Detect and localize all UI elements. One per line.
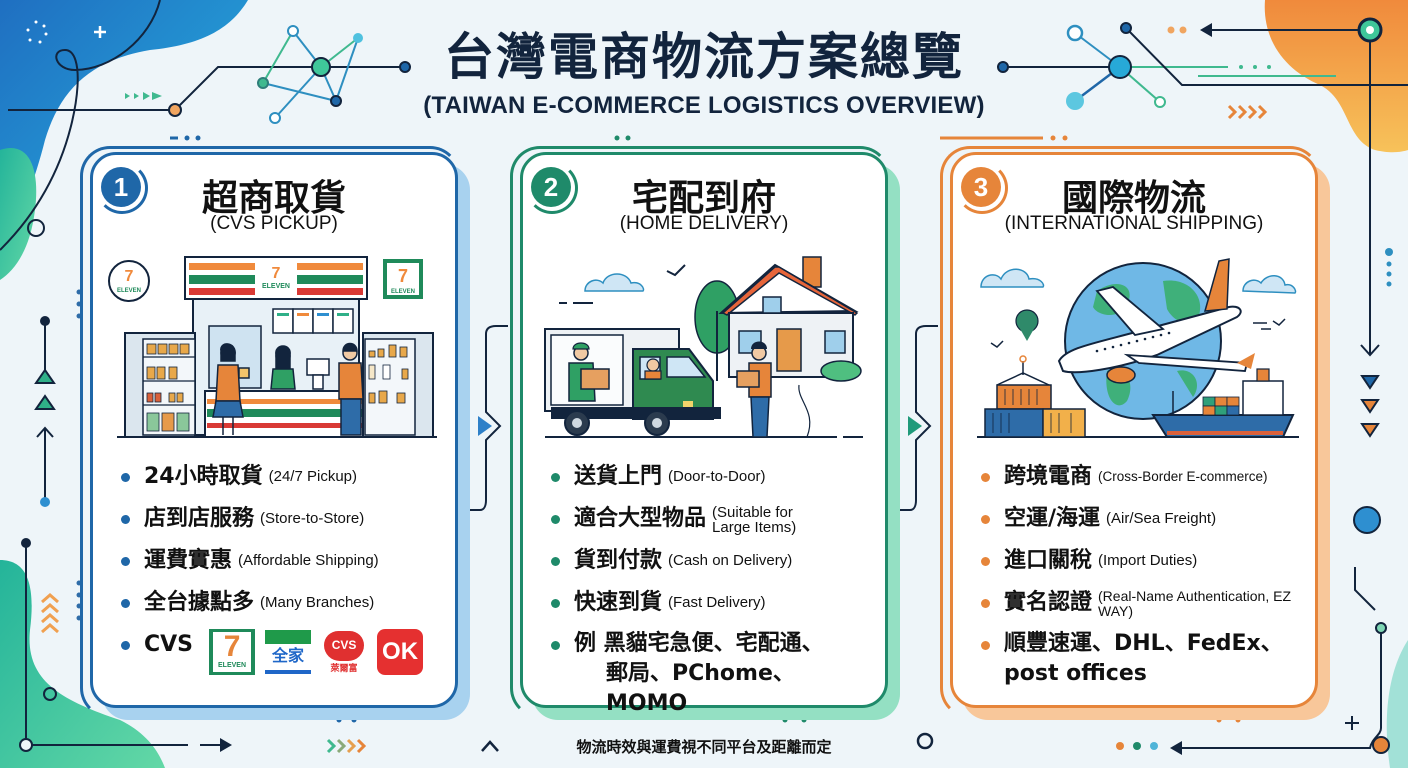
- bullet-icon: [551, 557, 560, 566]
- list-item: 送貨上門 (Door-to-Door): [551, 461, 875, 503]
- list-item: 跨境電商 (Cross-Border E-commerce): [981, 461, 1305, 503]
- card-title: 國際物流: [1061, 178, 1206, 219]
- badge-arc: [526, 162, 578, 214]
- globe-airplane-ship-illustration: [977, 258, 1299, 438]
- card-international-shipping: 3 國際物流 (INTERNATIONAL SHIPPING): [950, 152, 1318, 708]
- bullet-icon: [551, 473, 560, 482]
- bullet-icon: [981, 599, 990, 608]
- list-item-cvs-logos: CVS 7 ELEVEN 全家 CVS 萊爾富 OK: [121, 629, 445, 675]
- card-title: 宅配到府: [631, 178, 776, 219]
- page-title: 台灣電商物流方案總覽: [444, 28, 964, 86]
- bullet-icon: [551, 515, 560, 524]
- bullet-icon: [551, 599, 560, 608]
- list-item: 空運/海運 (Air/Sea Freight): [981, 503, 1305, 545]
- card-subtitle: (INTERNATIONAL SHIPPING): [1004, 213, 1264, 234]
- card-2-frame: [510, 146, 890, 718]
- delivery-truck-illustration: [544, 256, 863, 438]
- bullet-icon: [121, 599, 130, 608]
- bullet-icon: [121, 641, 130, 650]
- bullet-icon: [121, 473, 130, 482]
- svg-text:ELEVEN: ELEVEN: [117, 288, 141, 294]
- bullet-icon: [121, 515, 130, 524]
- okmart-logo: OK: [377, 629, 424, 675]
- card-title: 超商取貨: [201, 178, 346, 219]
- page-subtitle: (TAIWAN E-COMMERCE LOGISTICS OVERVIEW): [423, 92, 985, 119]
- list-item-carriers: 順豐速運、DHL、FedEx、 post offices: [981, 629, 1305, 689]
- bullet-icon: [981, 641, 990, 650]
- card-home-delivery: 2 宅配到府 (HOME DELIVERY): [520, 152, 888, 716]
- list-item: 快速到貨 (Fast Delivery): [551, 587, 875, 629]
- bullet-icon: [981, 515, 990, 524]
- badge-arc: [956, 162, 1008, 214]
- step-number-badge: 2: [531, 167, 571, 207]
- card-subtitle: (HOME DELIVERY): [619, 213, 789, 234]
- cvs-logo-row: 7 ELEVEN 全家 CVS 萊爾富 OK: [209, 629, 424, 675]
- card-cvs-pickup: 1 超商取貨 (CVS PICKUP) 7 ELEVEN: [90, 152, 458, 708]
- card-3-frame: [940, 146, 1320, 718]
- card-1-frame: [80, 146, 460, 718]
- list-item: 店到店服務 (Store-to-Store): [121, 503, 445, 545]
- feature-list: 送貨上門 (Door-to-Door) 適合大型物品 (Suitable for…: [551, 461, 875, 719]
- familymart-logo: 全家: [265, 629, 312, 675]
- list-item: 進口關稅 (Import Duties): [981, 545, 1305, 587]
- list-item: 全台據點多 (Many Branches): [121, 587, 445, 629]
- list-item-examples: 例 黑貓宅急便、宅配通、 郵局、PChome、MOMO: [551, 629, 875, 719]
- list-item: 運費實惠 (Affordable Shipping): [121, 545, 445, 587]
- feature-list: 24小時取貨 (24/7 Pickup) 店到店服務 (Store-to-Sto…: [121, 461, 445, 675]
- svg-text:ELEVEN: ELEVEN: [391, 289, 415, 295]
- list-item: 24小時取貨 (24/7 Pickup): [121, 461, 445, 503]
- badge-arc: [96, 162, 148, 214]
- header: 台灣電商物流方案總覽 (TAIWAN E-COMMERCE LOGISTICS …: [0, 26, 1408, 120]
- list-item: 實名認證 (Real-Name Authentication, EZ WAY): [981, 587, 1305, 629]
- hilife-logo: CVS 萊爾富: [321, 629, 367, 675]
- seven-eleven-logo: 7 ELEVEN: [209, 629, 256, 675]
- bullet-icon: [551, 641, 560, 650]
- step-number-badge: 1: [101, 167, 141, 207]
- connector-arrow-2-to-3: [900, 325, 938, 511]
- footer-note: 物流時效與運費視不同平台及距離而定: [576, 738, 832, 756]
- svg-text:ELEVEN: ELEVEN: [262, 283, 290, 290]
- bullet-icon: [981, 557, 990, 566]
- step-number-badge: 3: [961, 167, 1001, 207]
- bullet-icon: [121, 557, 130, 566]
- card-subtitle: (CVS PICKUP): [210, 213, 338, 234]
- connector-arrow-1-to-2: [470, 325, 508, 511]
- svg-text:7: 7: [272, 265, 281, 282]
- convenience-store-illustration: 7 ELEVEN: [108, 256, 437, 438]
- bullet-icon: [981, 473, 990, 482]
- svg-text:7: 7: [125, 268, 134, 285]
- list-item: 適合大型物品 (Suitable for Large Items): [551, 503, 875, 545]
- list-item: 貨到付款 (Cash on Delivery): [551, 545, 875, 587]
- svg-text:7: 7: [398, 266, 408, 286]
- feature-list: 跨境電商 (Cross-Border E-commerce) 空運/海運 (Ai…: [981, 461, 1305, 689]
